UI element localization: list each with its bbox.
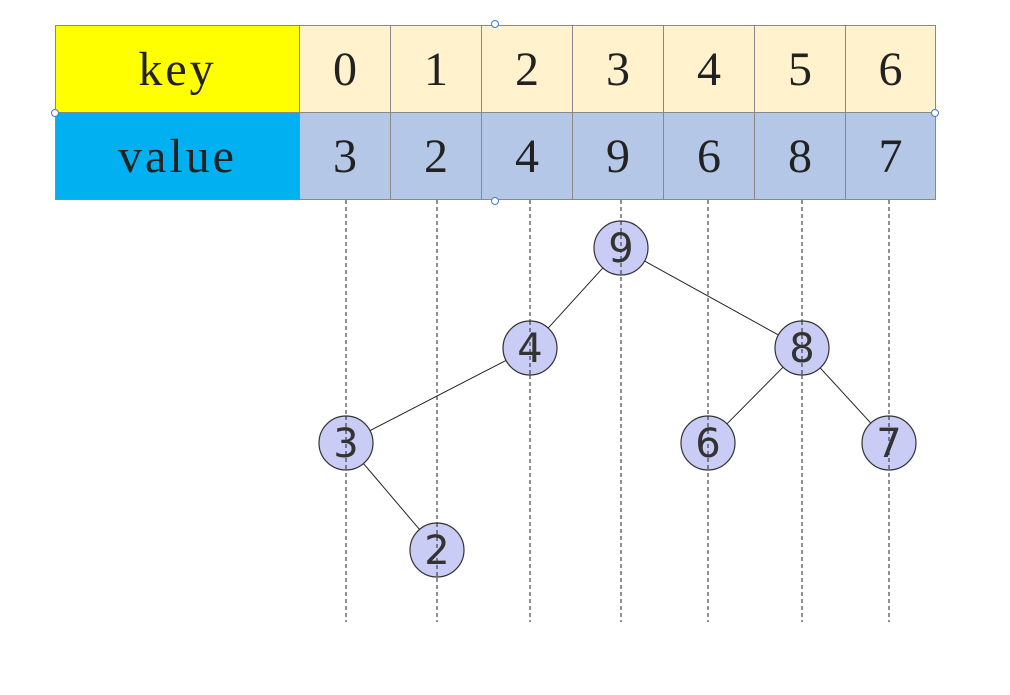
tree-edge-n9-n4 bbox=[547, 267, 604, 329]
selection-handle-top[interactable] bbox=[491, 20, 499, 28]
key-cell-5: 5 bbox=[754, 25, 846, 113]
value-cell-0: 3 bbox=[299, 112, 391, 200]
value-row-label: value bbox=[55, 112, 300, 200]
tree-node-6: 6 bbox=[680, 415, 736, 471]
tree-node-label: 4 bbox=[517, 326, 542, 372]
selection-handle-bottom[interactable] bbox=[491, 197, 499, 205]
tree-node-label: 8 bbox=[789, 326, 814, 372]
value-cell-3: 9 bbox=[572, 112, 664, 200]
key-row-label: key bbox=[55, 25, 300, 113]
tree-node-3: 3 bbox=[318, 415, 374, 471]
value-row: value 3 2 4 9 6 8 7 bbox=[55, 112, 936, 200]
key-row: key 0 1 2 3 4 5 6 bbox=[55, 25, 936, 113]
tree-node-label: 9 bbox=[608, 226, 633, 272]
tree-edge-n9-n8 bbox=[644, 260, 779, 336]
tree-nodes: 9 4 8 3 6 7 2 bbox=[318, 220, 917, 578]
tree-edge-n8-n6 bbox=[726, 366, 784, 425]
key-cell-4: 4 bbox=[663, 25, 755, 113]
tree-node-label: 3 bbox=[333, 421, 358, 467]
tree-node-label: 6 bbox=[695, 421, 720, 467]
tree-node-label: 7 bbox=[876, 421, 901, 467]
tree-node-4: 4 bbox=[502, 320, 558, 376]
key-cell-2: 2 bbox=[481, 25, 573, 113]
tree-edge-n3-n2 bbox=[363, 463, 420, 530]
tree-edge-n4-n3 bbox=[369, 359, 507, 432]
tree-node-9: 9 bbox=[593, 220, 649, 276]
tree-edges bbox=[363, 260, 872, 530]
value-cell-1: 2 bbox=[390, 112, 482, 200]
key-value-table: key 0 1 2 3 4 5 6 value 3 2 4 9 6 8 7 bbox=[55, 25, 936, 200]
value-cell-5: 8 bbox=[754, 112, 846, 200]
tree-node-label: 2 bbox=[424, 528, 449, 574]
selection-handle-right[interactable] bbox=[931, 109, 939, 117]
tree-node-8: 8 bbox=[774, 320, 830, 376]
tree-edge-n8-n7 bbox=[819, 367, 872, 424]
tree-node-2: 2 bbox=[409, 522, 465, 578]
value-cell-2: 4 bbox=[481, 112, 573, 200]
tree-node-7: 7 bbox=[861, 415, 917, 471]
key-cell-6: 6 bbox=[845, 25, 936, 113]
value-cell-6: 7 bbox=[845, 112, 936, 200]
selection-handle-left[interactable] bbox=[51, 109, 59, 117]
